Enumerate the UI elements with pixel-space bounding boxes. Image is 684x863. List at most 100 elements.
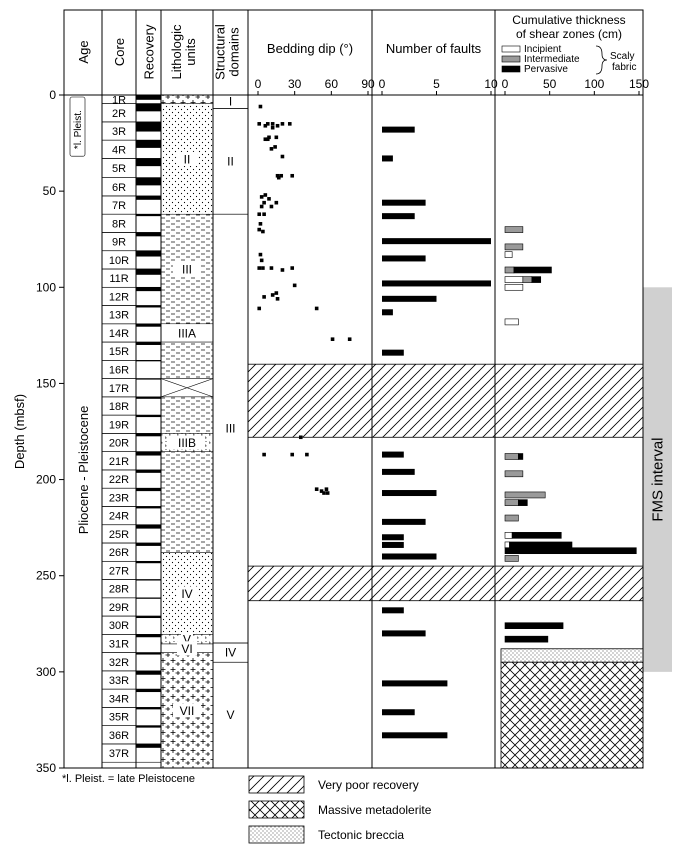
core-label: 10R	[109, 255, 129, 267]
recovery-bar	[136, 725, 161, 728]
core-label: 29R	[109, 602, 129, 614]
lith-unit-label-bg	[169, 325, 205, 340]
depth-tick-label: 300	[36, 665, 56, 679]
recovery-bar	[136, 323, 161, 327]
bedding-dip-point	[274, 135, 279, 140]
bedding-dip-point	[275, 123, 280, 128]
recovery-bar	[136, 360, 161, 362]
recovery-box	[135, 360, 162, 379]
core-label: 3R	[112, 126, 126, 138]
core-label: 1R	[112, 94, 126, 106]
shear-bar-pervasive	[513, 266, 552, 274]
shear-bar-intermediate	[504, 491, 546, 499]
structural-domain-label: V	[226, 708, 234, 722]
recovery-bar	[136, 305, 161, 308]
core-label: 33R	[109, 675, 129, 687]
shear-bar-intermediate	[504, 470, 524, 478]
header-lithologic_units-part: Lithologic	[169, 24, 184, 79]
shear-bar-incipient	[504, 318, 519, 326]
fault-bar	[382, 213, 415, 220]
core-label: 9R	[112, 237, 126, 249]
bedding-dip-point	[263, 137, 268, 142]
bedding-dip-point	[265, 137, 270, 142]
depth-tick-label: 150	[36, 376, 56, 390]
shear_zones-tick-label: 100	[584, 77, 604, 91]
core-label: 22R	[109, 474, 129, 486]
recovery-bar	[136, 543, 161, 546]
legend-label-tectonic-breccia: Tectonic breccia	[318, 828, 404, 842]
core-label: 35R	[109, 712, 129, 724]
bedding_dip-tick-label: 30	[288, 77, 302, 91]
bedding-dip-point	[324, 487, 329, 491]
core-label: 23R	[109, 492, 129, 504]
recovery-bar	[136, 616, 161, 619]
header-age: Age	[76, 40, 91, 63]
shear-bar-intermediate	[504, 555, 519, 562]
fault-bar	[382, 451, 404, 458]
bedding-dip-point	[269, 266, 274, 270]
recovery-bar	[136, 378, 161, 380]
core-label: 13R	[109, 310, 129, 322]
shear-bar-pervasive	[518, 499, 528, 506]
bedding-dip-point	[279, 173, 284, 178]
shear_zones-tick-label: 0	[502, 77, 509, 91]
bedding-dip-point	[261, 229, 265, 234]
recovery-box	[135, 396, 162, 416]
lith-unit-fill	[160, 341, 214, 379]
bedding-dip-point	[322, 491, 326, 495]
depth-tick-label: 350	[36, 761, 56, 775]
core-label: 11R	[109, 273, 128, 285]
fault-bar	[382, 238, 491, 245]
bedding-dip-point	[257, 306, 262, 311]
fault-bar	[382, 199, 426, 206]
bedding-dip-point	[259, 195, 264, 199]
core-label: 18R	[109, 401, 129, 413]
shear-legend-label: Incipient	[524, 44, 561, 55]
bedding-dip-point	[257, 266, 262, 270]
shear-bar-incipient	[504, 541, 510, 549]
core-label: 8R	[112, 218, 126, 230]
bedding-dip-point	[257, 212, 262, 217]
shear-bar-incipient	[504, 276, 524, 283]
bedding-dip-point	[314, 487, 319, 491]
fms-interval-label: FMS interval	[650, 437, 667, 521]
recovery-bar	[136, 396, 161, 399]
bedding-dip-point	[258, 104, 263, 109]
recovery-bar	[136, 103, 161, 112]
recovery-box	[135, 560, 162, 580]
lith-cross-line	[160, 378, 214, 398]
bedding-dip-point	[290, 266, 295, 270]
bedding-dip-point	[267, 135, 271, 140]
bedding-dip-point	[347, 337, 352, 342]
fault-bar	[382, 309, 393, 316]
bedding-dip-point	[314, 306, 319, 311]
bedding_dip-tick-label: 0	[255, 77, 262, 91]
fault-bar	[382, 541, 404, 548]
fms-interval-band	[643, 287, 672, 672]
recovery-box	[135, 213, 162, 233]
core-label: 6R	[112, 182, 126, 194]
bedding-dip-point	[262, 200, 266, 205]
core-label: 31R	[109, 638, 129, 650]
shear-bar-intermediate	[504, 226, 524, 233]
shear-bar-pervasive	[518, 453, 524, 460]
recovery-bar	[136, 269, 161, 275]
bedding-dip-point	[259, 258, 264, 263]
lith-unit-label: II	[184, 152, 191, 166]
bedding-dip-point	[280, 122, 285, 126]
fault-bar	[382, 468, 415, 475]
shear-bar-intermediate	[504, 514, 519, 522]
bedding-dip-point	[262, 212, 266, 217]
fault-bar	[382, 295, 437, 302]
bedding-dip-point	[292, 283, 297, 288]
depth-tick-label: 50	[43, 184, 57, 198]
fault-bar	[382, 155, 393, 162]
age-footnote: *l. Pleist. = late Pleistocene	[62, 773, 195, 785]
lith-unit-label: IIIB	[178, 436, 196, 450]
core-label: 19R	[109, 419, 129, 431]
recovery-bar	[136, 214, 161, 217]
core-label: 25R	[109, 529, 129, 541]
bedding-dip-point	[275, 173, 280, 178]
bedding_dip-tick-label: 60	[325, 77, 339, 91]
legend-swatch-very-poor-recovery	[248, 775, 305, 794]
